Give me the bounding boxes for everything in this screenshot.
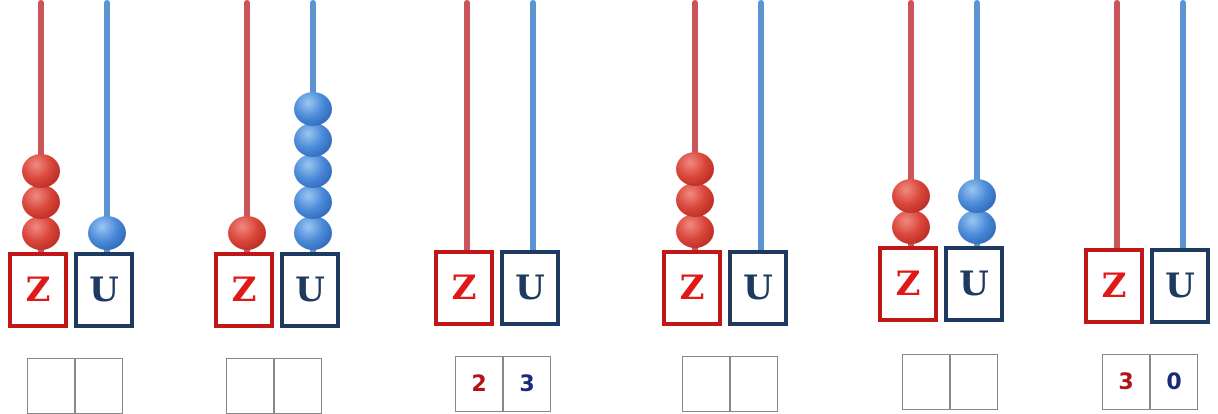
units-bead	[294, 123, 332, 157]
answer-tens-field[interactable]	[682, 356, 730, 412]
answer-units-field[interactable]	[950, 354, 998, 410]
tens-place-box: Z	[214, 252, 274, 328]
units-rod	[530, 0, 536, 272]
answer-tens-field[interactable]	[27, 358, 75, 414]
tens-bead	[892, 210, 930, 244]
tens-bead	[676, 214, 714, 248]
tens-bead	[676, 183, 714, 217]
answer-tens-field[interactable]	[226, 358, 274, 414]
answer-units-field[interactable]: 3	[503, 356, 551, 412]
tens-bead	[676, 152, 714, 186]
tens-place-box: Z	[878, 246, 938, 322]
units-place-box: U	[500, 250, 560, 326]
units-place-box: U	[1150, 248, 1210, 324]
answer-tens-field[interactable]	[902, 354, 950, 410]
answer-tens-field[interactable]: 3	[1102, 354, 1150, 410]
tens-rod	[1114, 0, 1120, 270]
tens-bead	[892, 179, 930, 213]
units-bead	[294, 92, 332, 126]
units-rod	[758, 0, 764, 272]
tens-bead	[22, 185, 60, 219]
answer-units-field[interactable]	[75, 358, 123, 414]
tens-rod	[464, 0, 470, 272]
units-bead	[88, 216, 126, 250]
tens-bead	[22, 216, 60, 250]
tens-bead	[22, 154, 60, 188]
answer-units-field[interactable]	[274, 358, 322, 414]
tens-place-box: Z	[8, 252, 68, 328]
units-place-box: U	[728, 250, 788, 326]
answer-tens-field[interactable]: 2	[455, 356, 503, 412]
units-bead	[294, 154, 332, 188]
tens-bead	[228, 216, 266, 250]
units-place-box: U	[944, 246, 1004, 322]
units-bead	[958, 210, 996, 244]
units-place-box: U	[74, 252, 134, 328]
units-place-box: U	[280, 252, 340, 328]
units-bead	[958, 179, 996, 213]
units-bead	[294, 185, 332, 219]
answer-units-field[interactable]: 0	[1150, 354, 1198, 410]
tens-place-box: Z	[662, 250, 722, 326]
units-bead	[294, 216, 332, 250]
tens-place-box: Z	[434, 250, 494, 326]
tens-place-box: Z	[1084, 248, 1144, 324]
answer-units-field[interactable]	[730, 356, 778, 412]
units-rod	[1180, 0, 1186, 270]
